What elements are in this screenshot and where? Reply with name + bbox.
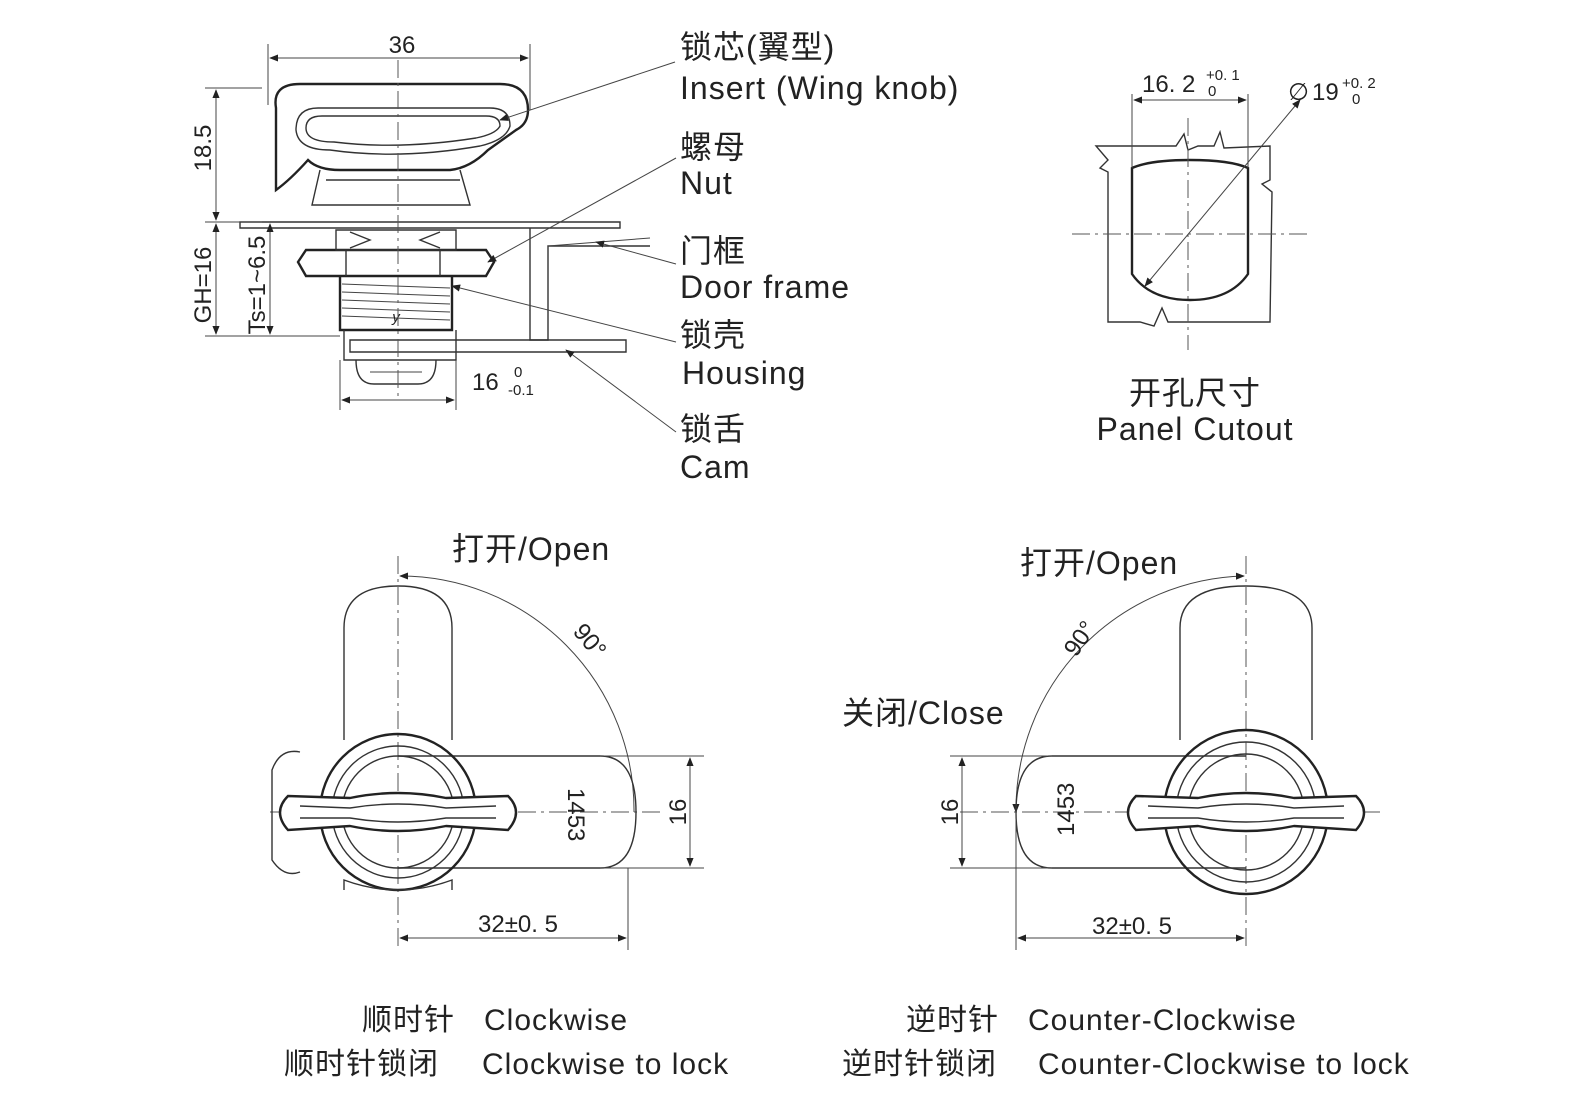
ccw-caption2-cn: 逆时针锁闭: [842, 1048, 997, 1081]
cutout-width-tol-lower: 0: [1208, 83, 1216, 100]
cw-caption2-en: Clockwise to lock: [482, 1048, 729, 1081]
cw-caption-en: Clockwise: [484, 1004, 628, 1037]
cw-caption-cn: 顺时针: [362, 1004, 455, 1037]
knob-neck: [311, 169, 471, 206]
cutout-width-base: 16. 2: [1142, 71, 1195, 98]
clockwise-view: 90° 1453 16 32±0. 5 打开/Open 顺时针 Clockwis…: [270, 531, 729, 1081]
cam-hub: [343, 330, 457, 361]
cutout-d-hole: [1130, 158, 1250, 302]
housing-mark: y: [391, 309, 401, 326]
cutout-dia-symbol: ∅: [1288, 79, 1309, 106]
cw-wing-knob: [278, 791, 518, 833]
callout-nut-cn: 螺母: [680, 129, 746, 165]
callout-housing-cn: 锁壳: [680, 317, 746, 353]
cw-caption2-cn: 顺时针锁闭: [284, 1048, 439, 1081]
ccw-caption2-en: Counter-Clockwise to lock: [1038, 1048, 1410, 1081]
ccw-caption-en: Counter-Clockwise: [1028, 1004, 1297, 1037]
callout-insert-en: Insert (Wing knob): [680, 70, 959, 106]
leader-cam: [565, 349, 677, 433]
ccw-caption-cn: 逆时针: [906, 1004, 999, 1037]
panel-cutout-view: 16. 2 +0. 1 0 ∅ 19 +0. 2 0 开孔尺寸 Panel Cu…: [1072, 67, 1376, 447]
housing-collar-marks: [349, 231, 441, 249]
cutout-title-en: Panel Cutout: [1096, 411, 1293, 447]
housing-body: [338, 276, 454, 332]
callout-nut-en: Nut: [680, 165, 733, 201]
dim-ts-label: Ts=1~6.5: [244, 236, 271, 335]
callout-housing-en: Housing: [682, 355, 806, 391]
cw-knob-back: [271, 750, 301, 875]
nut-outline: [296, 248, 496, 278]
screw-head: [355, 359, 437, 385]
counter-clockwise-view: 90° 1453 16 32±0. 5 打开/Open 关闭/Close 逆时针…: [842, 545, 1410, 1081]
ccw-cam-width: 16: [937, 799, 964, 826]
cw-housing-base: [343, 878, 453, 891]
callout-frame-cn: 门框: [680, 233, 746, 269]
callout-cam-en: Cam: [680, 449, 751, 485]
leader-frame: [595, 240, 677, 265]
wing-knob-outline: [274, 82, 530, 193]
callout-frame-en: Door frame: [680, 269, 850, 305]
dim-housing-tol-lower: -0.1: [508, 382, 534, 399]
housing-collar: [335, 229, 457, 251]
ccw-part-number: 1453: [1053, 783, 1080, 836]
leader-housing: [451, 284, 677, 343]
cutout-dia-base: 19: [1312, 79, 1339, 106]
cw-open-label: 打开/Open: [452, 531, 610, 567]
cutout-title-cn: 开孔尺寸: [1129, 375, 1261, 411]
door-frame-edge: [547, 237, 651, 247]
cutout-dim-line-diameter: [1144, 99, 1301, 287]
cutout-width-tol-upper: +0. 1: [1206, 67, 1240, 84]
cw-cam-open-position: [343, 585, 453, 740]
cw-length-label: 32±0. 5: [478, 911, 558, 938]
side-view: 36 y: [190, 29, 959, 485]
cw-wing-knob-detail: [299, 803, 497, 823]
leader-insert: [499, 61, 676, 121]
wing-knob-inner-2: [305, 115, 501, 146]
housing-threads: [341, 283, 451, 321]
cw-part-number: 1453: [562, 788, 589, 841]
dim-18-5-label: 18.5: [190, 125, 217, 172]
cam-plate: [349, 339, 627, 353]
dim-housing-tol-upper: 0: [514, 364, 522, 381]
ccw-wing-knob: [1126, 791, 1366, 833]
ccw-rotation-arc: [1012, 572, 1245, 813]
cw-rotation-arc: [399, 572, 635, 813]
cutout-dia-tol-upper: +0. 2: [1342, 75, 1376, 92]
cw-cam-width: 16: [665, 799, 692, 826]
door-frame-panel: [239, 221, 621, 229]
dim-gh-label: GH=16: [190, 247, 217, 324]
leader-nut: [487, 157, 677, 263]
cw-angle-label: 90°: [567, 619, 611, 664]
door-frame-bracket: [529, 228, 650, 341]
wing-knob-inner: [295, 107, 511, 155]
ccw-angle-label: 90°: [1059, 616, 1102, 661]
cutout-dia-tol-lower: 0: [1352, 91, 1360, 108]
ccw-open-label: 打开/Open: [1020, 545, 1178, 581]
dim-36-label: 36: [389, 32, 416, 59]
ccw-length-label: 32±0. 5: [1092, 913, 1172, 940]
callout-insert-cn: 锁芯(翼型): [680, 29, 835, 65]
ccw-close-label: 关闭/Close: [842, 695, 1005, 731]
dim-housing-base: 16: [472, 369, 499, 396]
ccw-wing-knob-detail: [1147, 803, 1345, 823]
callout-cam-cn: 锁舌: [680, 411, 746, 447]
cw-cam-closed: [398, 755, 637, 869]
